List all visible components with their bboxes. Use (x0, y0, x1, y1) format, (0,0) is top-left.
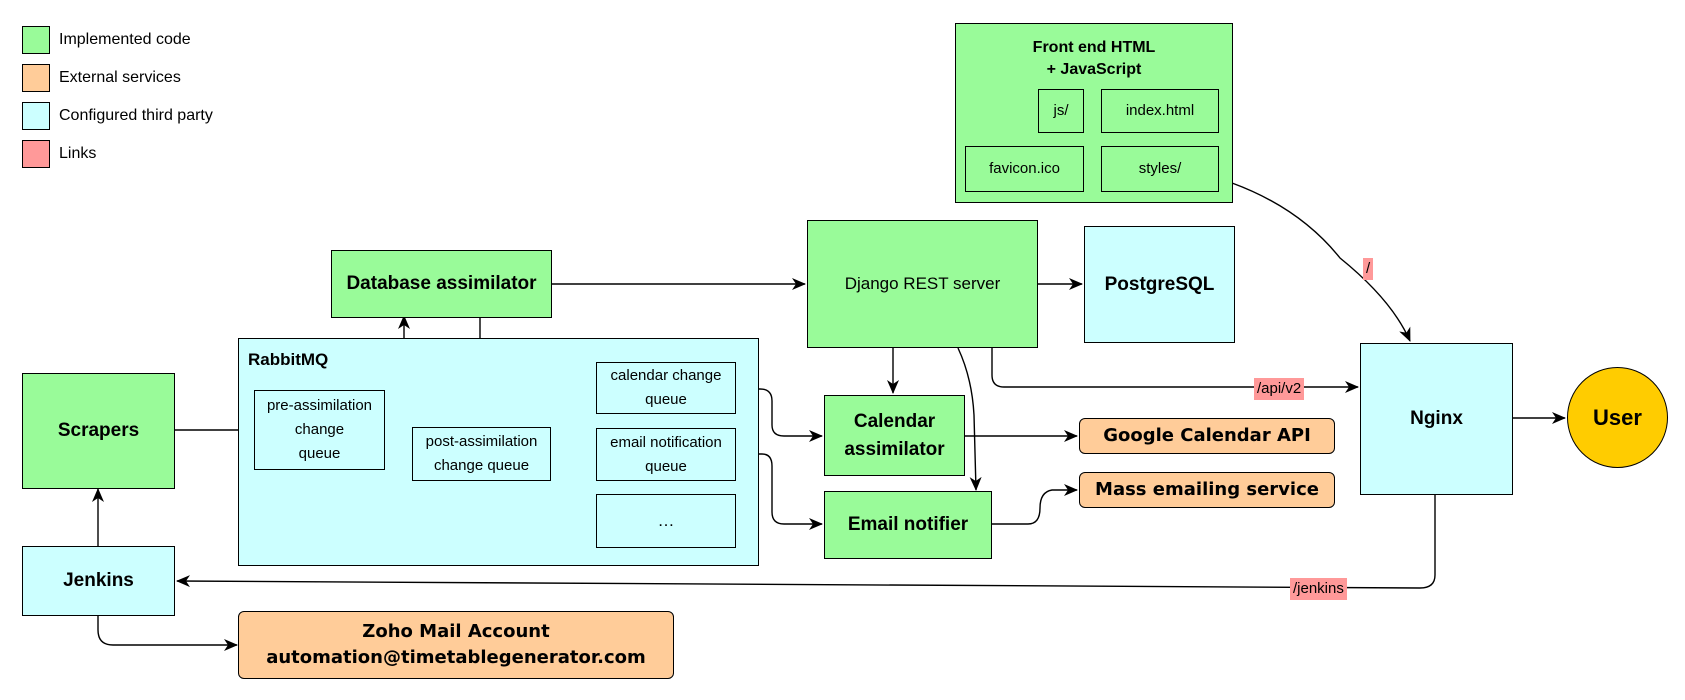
legend-label: External services (59, 69, 181, 86)
edge-calendar-queue-to-calendar-assimilator (735, 388, 823, 442)
email-notification-queue: email notification queue (596, 428, 736, 481)
email-queue-line: queue (645, 457, 687, 475)
user-circle: User (1567, 367, 1668, 468)
zoho-mail-account-box: Zoho Mail Account automation@timetablege… (238, 611, 674, 679)
legend-swatch-configured (22, 102, 50, 130)
post-assimilation-queue: post-assimilation change queue (412, 427, 551, 481)
legend-item-external: External services (22, 63, 181, 93)
edge-nginx-to-jenkins (176, 494, 1436, 589)
edge-email-queue-to-email-notifier (735, 453, 823, 530)
postgresql-box: PostgreSQL (1084, 226, 1235, 343)
zoho-line: automation@timetablegenerator.com (266, 647, 646, 668)
calendar-assimilator-line: Calendar (853, 410, 936, 432)
pre-assimilation-queue: pre-assimilation change queue (254, 390, 385, 470)
more-queues: … (596, 494, 736, 548)
django-rest-server-box: Django REST server (807, 220, 1038, 348)
legend-swatch-implemented (22, 26, 50, 54)
frontend-styles-folder: styles/ (1101, 146, 1219, 192)
calendar-assimilator-box: Calendar assimilator (824, 395, 965, 476)
frontend-index-file: index.html (1101, 89, 1219, 133)
frontend-title-line1: Front end HTML (1032, 39, 1156, 56)
legend-label: Implemented code (59, 31, 191, 48)
calendar-assimilator-line: assimilator (844, 438, 945, 460)
link-label-api: /api/v2 (1254, 378, 1305, 400)
link-label-jenkins: /jenkins (1290, 578, 1347, 600)
legend-swatch-external (22, 64, 50, 92)
calendar-change-queue: calendar change queue (596, 362, 736, 414)
rabbitmq-title: RabbitMQ (248, 350, 329, 369)
calendar-queue-line: queue (645, 391, 687, 408)
legend-swatch-links (22, 140, 50, 168)
frontend-favicon-file: favicon.ico (965, 146, 1084, 192)
frontend-js-folder: js/ (1038, 89, 1084, 133)
legend-item-configured: Configured third party (22, 101, 213, 131)
edge-frontend-to-nginx (1231, 182, 1411, 342)
google-calendar-api-box: Google Calendar API (1079, 418, 1335, 454)
scrapers-box: Scrapers (22, 373, 175, 489)
link-label-root: / (1363, 258, 1374, 280)
edge-django-to-email-notifier (957, 347, 982, 491)
legend-label: Links (59, 145, 97, 162)
frontend-title-line2: + JavaScript (1046, 61, 1142, 78)
pre-queue-line: change (294, 421, 345, 438)
edge-email-notifier-to-mass-email (991, 484, 1078, 525)
email-queue-line: email notification (610, 433, 722, 451)
calendar-queue-line: calendar change (610, 367, 722, 384)
nginx-box: Nginx (1360, 343, 1513, 495)
pre-queue-line: queue (298, 445, 341, 462)
email-notifier-box: Email notifier (824, 491, 992, 559)
pre-queue-line: pre-assimilation (266, 397, 373, 414)
jenkins-box: Jenkins (22, 546, 175, 616)
post-queue-line: post-assimilation (425, 433, 538, 450)
zoho-line: Zoho Mail Account (362, 621, 550, 642)
edge-django-to-nginx (991, 348, 1359, 393)
post-queue-line: change queue (433, 457, 530, 474)
legend-label: Configured third party (59, 107, 213, 124)
mass-emailing-service-box: Mass emailing service (1079, 472, 1335, 508)
legend-item-links: Links (22, 139, 96, 169)
legend-item-implemented: Implemented code (22, 25, 191, 55)
database-assimilator-box: Database assimilator (331, 250, 552, 318)
edge-jenkins-to-zoho (97, 616, 238, 651)
